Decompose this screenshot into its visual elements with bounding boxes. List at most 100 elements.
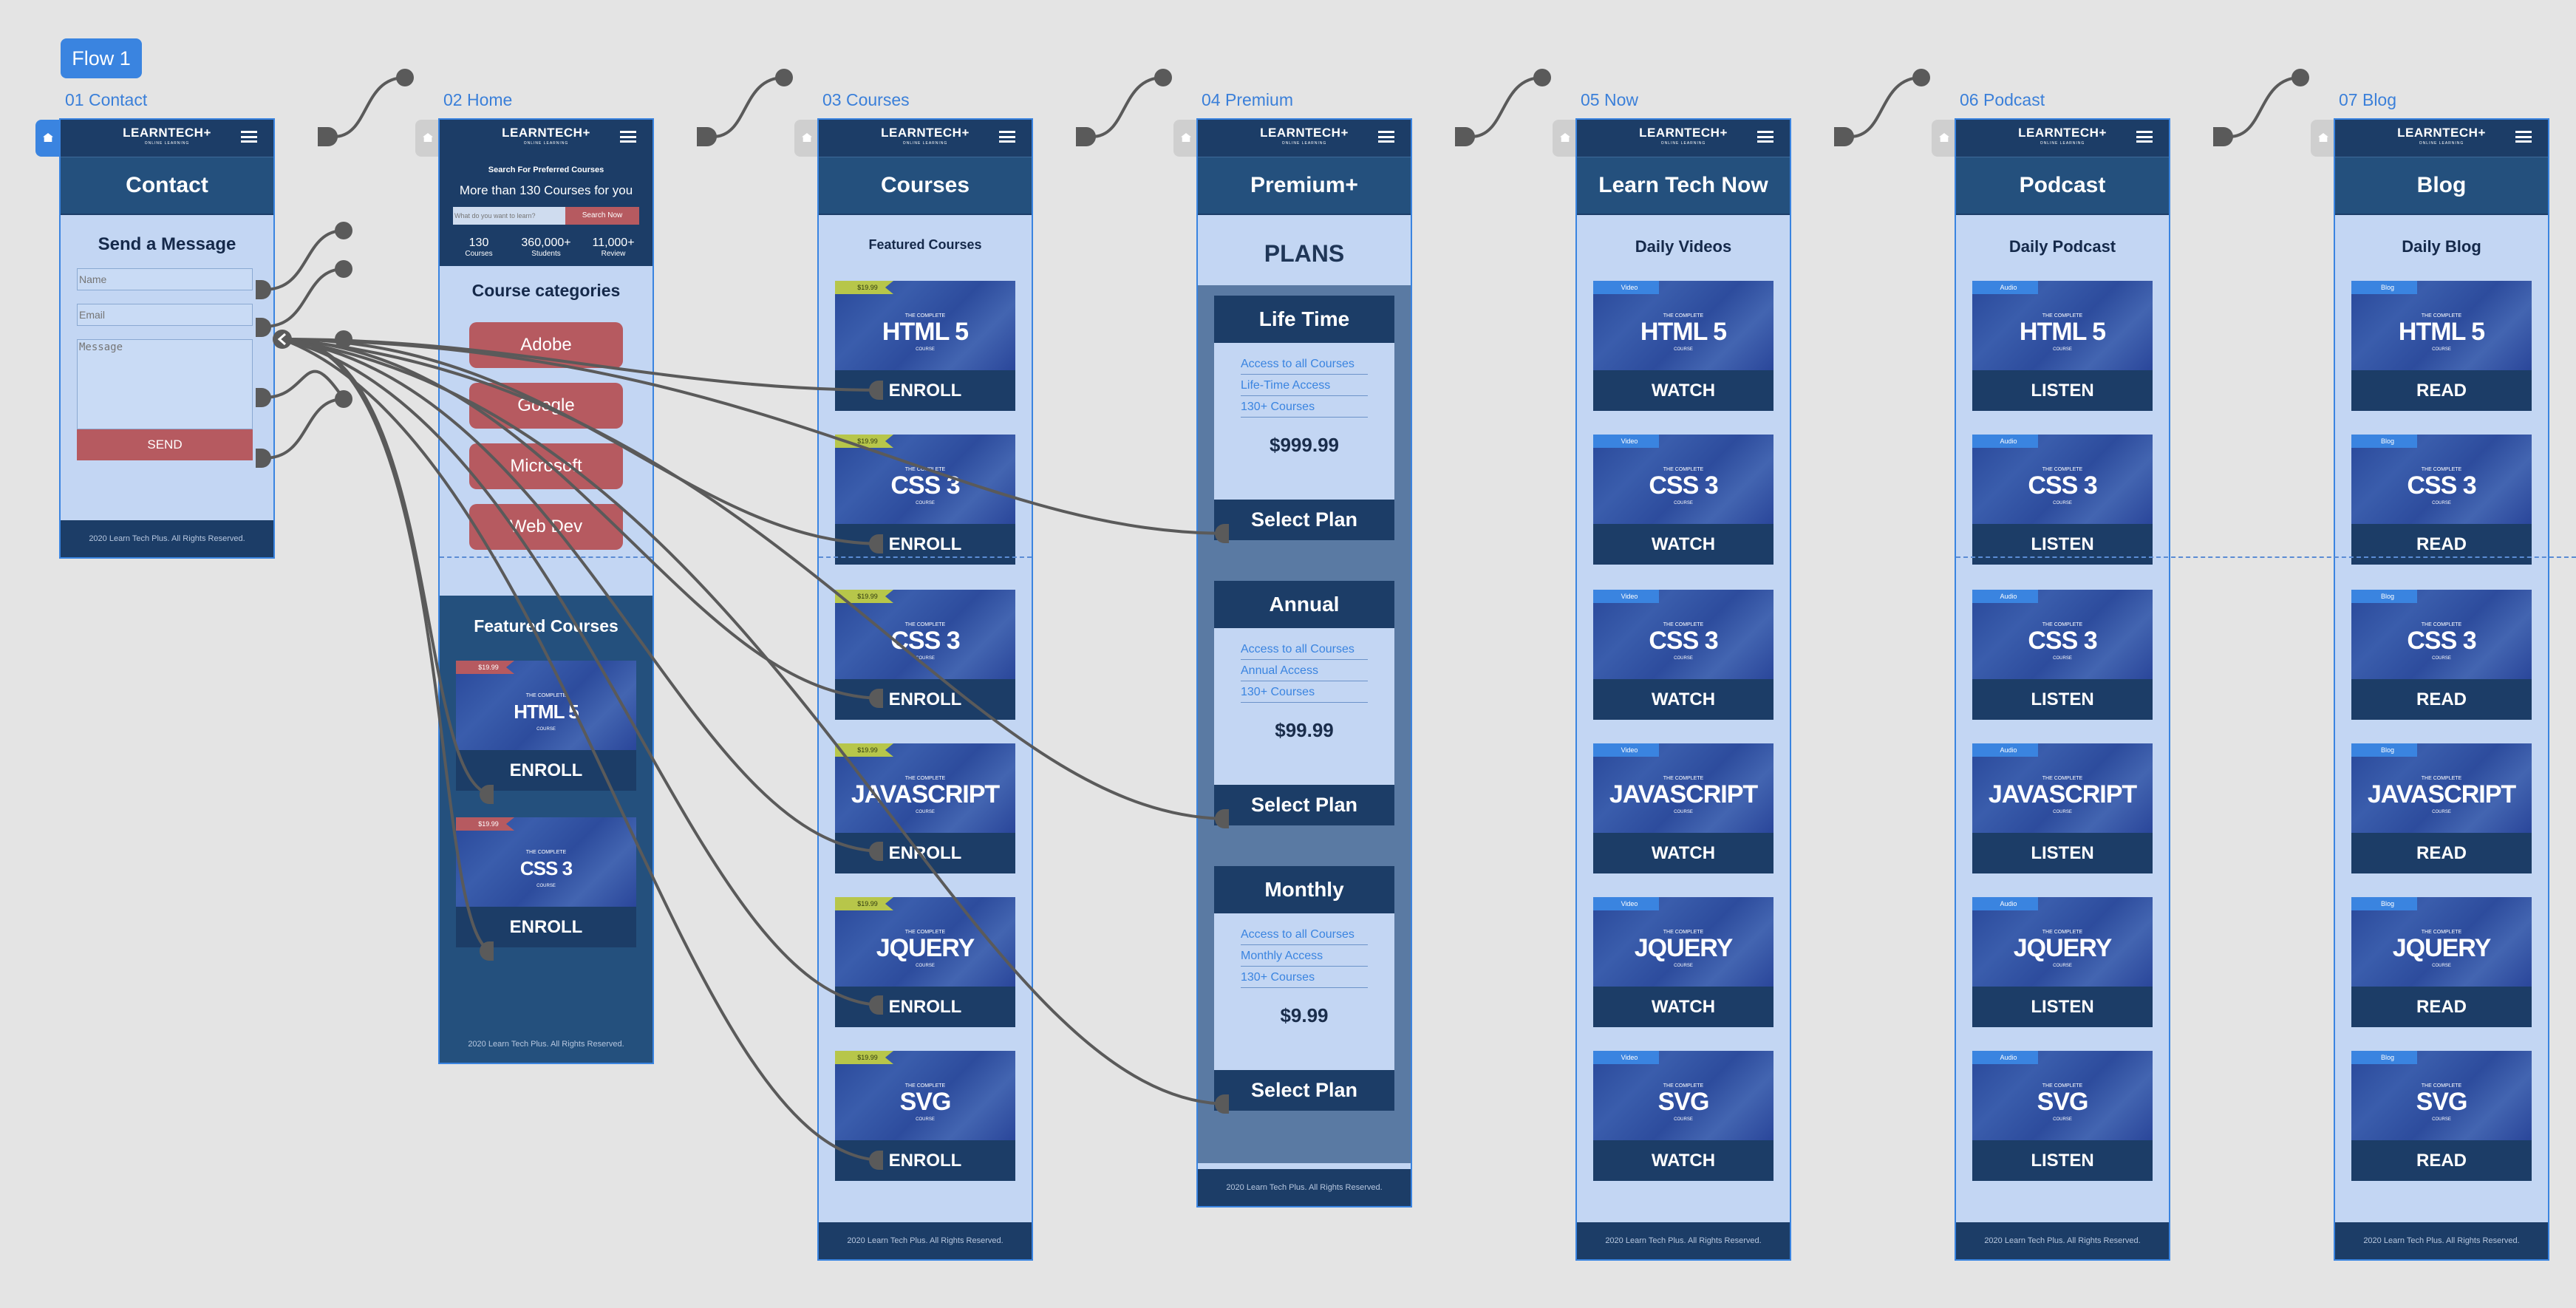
plan-feature[interactable]: 130+ Courses xyxy=(1241,967,1368,988)
logo[interactable]: LEARNTECH+ONLINE LEARNING xyxy=(881,126,970,146)
listen-button[interactable]: LISTEN xyxy=(1972,833,2153,873)
home-icon[interactable] xyxy=(1932,120,1957,157)
hamburger-menu-icon[interactable] xyxy=(999,131,1015,143)
hamburger-menu-icon[interactable] xyxy=(2136,131,2153,143)
select-plan-button[interactable]: Select Plan xyxy=(1214,1070,1394,1111)
enroll-button[interactable]: ENROLL xyxy=(835,987,1015,1027)
logo[interactable]: LEARNTECH+ONLINE LEARNING xyxy=(123,126,211,146)
category-button-microsoft[interactable]: Microsoft xyxy=(469,443,623,489)
artboard-title-contact[interactable]: 01 Contact xyxy=(65,90,148,109)
read-button[interactable]: READ xyxy=(2351,370,2532,411)
select-plan-button[interactable]: Select Plan xyxy=(1214,785,1394,825)
watch-button[interactable]: WATCH xyxy=(1593,679,1773,720)
plan-feature[interactable]: Access to all Courses xyxy=(1241,924,1368,945)
hamburger-menu-icon[interactable] xyxy=(620,131,636,143)
plan-feature[interactable]: Life-Time Access xyxy=(1241,375,1368,396)
read-button[interactable]: READ xyxy=(2351,833,2532,873)
plan-feature[interactable]: Access to all Courses xyxy=(1241,353,1368,375)
home-icon[interactable] xyxy=(35,120,61,157)
enroll-button[interactable]: ENROLL xyxy=(456,750,636,791)
home-icon[interactable] xyxy=(794,120,820,157)
listen-button[interactable]: LISTEN xyxy=(1972,370,2153,411)
artboard-title-blog[interactable]: 07 Blog xyxy=(2339,90,2397,109)
email-field[interactable] xyxy=(77,304,253,326)
course-card[interactable]: $19.99 THE COMPLETE CSS 3 COURSE ENROLL xyxy=(456,817,636,947)
search-input[interactable] xyxy=(453,207,565,225)
search-now-button[interactable]: Search Now xyxy=(565,207,639,225)
hamburger-menu-icon[interactable] xyxy=(1757,131,1773,143)
hamburger-menu-icon[interactable] xyxy=(2515,131,2532,143)
home-icon[interactable] xyxy=(1173,120,1199,157)
plan-feature[interactable]: Annual Access xyxy=(1241,660,1368,681)
message-field[interactable] xyxy=(77,339,253,429)
listen-button[interactable]: LISTEN xyxy=(1972,679,2153,720)
category-button-web-dev[interactable]: Web Dev xyxy=(469,504,623,550)
read-button[interactable]: READ xyxy=(2351,1140,2532,1181)
artboard-title-home[interactable]: 02 Home xyxy=(443,90,513,109)
watch-button[interactable]: WATCH xyxy=(1593,1140,1773,1181)
logo[interactable]: LEARNTECH+ONLINE LEARNING xyxy=(1639,126,1728,146)
read-button[interactable]: READ xyxy=(2351,987,2532,1027)
artboard-title-premium[interactable]: 04 Premium xyxy=(1202,90,1293,109)
flow-tag[interactable]: Flow 1 xyxy=(61,38,142,78)
plan-feature[interactable]: Monthly Access xyxy=(1241,945,1368,967)
read-button[interactable]: READ xyxy=(2351,679,2532,720)
watch-button[interactable]: WATCH xyxy=(1593,833,1773,873)
send-button[interactable]: SEND xyxy=(77,429,253,460)
logo[interactable]: LEARNTECH+ONLINE LEARNING xyxy=(2397,126,2486,146)
card-prefix: THE COMPLETE xyxy=(1663,622,1704,627)
artboard-title-podcast[interactable]: 06 Podcast xyxy=(1960,90,2045,109)
plan-feature[interactable]: 130+ Courses xyxy=(1241,681,1368,703)
plan-feature[interactable]: 130+ Courses xyxy=(1241,396,1368,418)
home-icon[interactable] xyxy=(2311,120,2336,157)
connector-start xyxy=(256,280,271,299)
listen-button[interactable]: LISTEN xyxy=(1972,987,2153,1027)
enroll-button[interactable]: ENROLL xyxy=(835,1140,1015,1181)
watch-button[interactable]: WATCH xyxy=(1593,370,1773,411)
artboard-title-now[interactable]: 05 Now xyxy=(1581,90,1638,109)
watch-button[interactable]: WATCH xyxy=(1593,524,1773,565)
logo[interactable]: LEARNTECH+ONLINE LEARNING xyxy=(502,126,590,146)
home-icon[interactable] xyxy=(415,120,440,157)
enroll-button[interactable]: ENROLL xyxy=(835,833,1015,873)
hamburger-menu-icon[interactable] xyxy=(1378,131,1394,143)
name-field[interactable] xyxy=(77,268,253,290)
connector-start xyxy=(256,318,271,337)
watch-button[interactable]: WATCH xyxy=(1593,987,1773,1027)
logo[interactable]: LEARNTECH+ONLINE LEARNING xyxy=(2018,126,2107,146)
enroll-button[interactable]: ENROLL xyxy=(456,907,636,947)
hamburger-menu-icon[interactable] xyxy=(241,131,257,143)
type-badge: Video xyxy=(1593,743,1659,757)
listen-button[interactable]: LISTEN xyxy=(1972,1140,2153,1181)
select-plan-button[interactable]: Select Plan xyxy=(1214,500,1394,540)
type-badge: Video xyxy=(1593,590,1659,603)
type-badge: Audio xyxy=(1972,1051,2038,1064)
home-icon[interactable] xyxy=(1553,120,1578,157)
card-prefix: THE COMPLETE xyxy=(2042,776,2083,781)
artboard-title-courses[interactable]: 03 Courses xyxy=(822,90,910,109)
logo[interactable]: LEARNTECH+ONLINE LEARNING xyxy=(1260,126,1349,146)
plan-feature[interactable]: Access to all Courses xyxy=(1241,638,1368,660)
